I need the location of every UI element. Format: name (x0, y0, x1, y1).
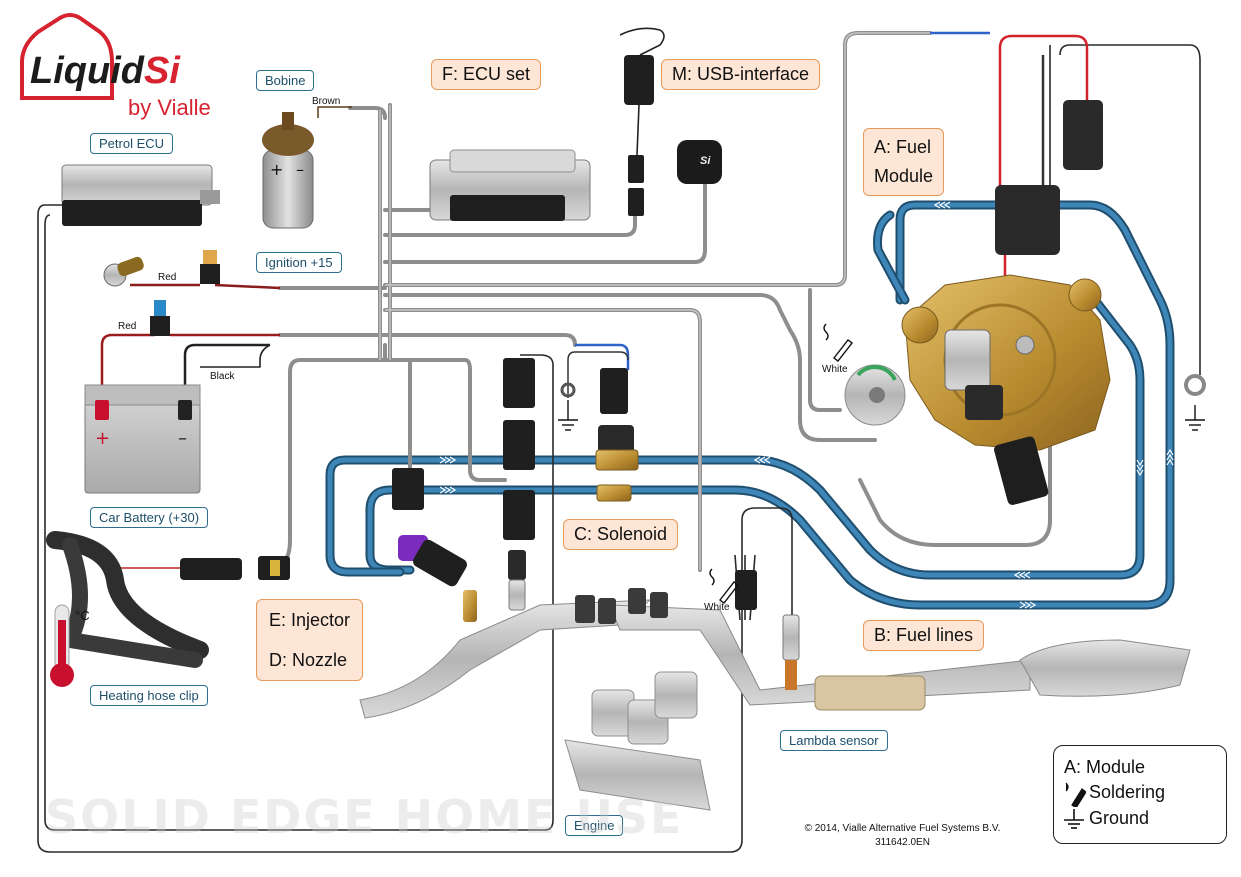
legend: A: Module Soldering Ground (1053, 745, 1227, 844)
legend-ground: Ground (1089, 808, 1150, 828)
injector (398, 535, 477, 622)
harness-highlight (379, 32, 930, 570)
soldering-icon (823, 323, 853, 362)
wire-label-white-lambda: White (704, 602, 730, 613)
label-injector: E: Injector (269, 610, 351, 630)
wire-label-red-ignition: Red (158, 272, 177, 283)
solenoid-valve (595, 425, 639, 502)
fuel-lines (325, 200, 1175, 610)
label-fuel-lines: B: Fuel lines (863, 620, 985, 651)
thermometer-icon (50, 604, 74, 687)
car-battery: + – (84, 384, 201, 494)
switch-panel (677, 140, 722, 184)
petrol-ecu (61, 164, 220, 226)
label-fuel-module-line1: A: Fuel (874, 137, 932, 157)
svg-text:–: – (178, 428, 187, 449)
legend-module: A: Module (1064, 757, 1146, 777)
svg-text:+: + (95, 428, 110, 449)
hose-sensor-connector (180, 556, 290, 580)
usb-interface (619, 27, 665, 216)
wire-label-white-module: White (822, 364, 848, 375)
label-petrol-ecu: Petrol ECU (90, 133, 174, 154)
lambda-sensor (782, 614, 800, 690)
wire-label-black: Black (210, 371, 235, 382)
svg-text:–: – (296, 160, 304, 179)
gas-ecu (429, 149, 591, 221)
label-heating-hose-clip: Heating hose clip (90, 685, 208, 706)
engine (359, 588, 1191, 811)
ground-icon (1185, 405, 1205, 431)
switch-badge: Si (700, 155, 711, 167)
wire-label-red-battery: Red (118, 321, 137, 332)
label-solenoid: C: Solenoid (563, 519, 679, 550)
label-fuel-module-line2: Module (874, 166, 934, 186)
wire-label-brown: Brown (312, 96, 341, 107)
label-usb-interface: M: USB-interface (661, 59, 821, 90)
celsius-label: °C (75, 608, 90, 623)
fuses (150, 250, 220, 336)
logo-brand-main: Liquid (30, 50, 144, 92)
label-car-battery: Car Battery (+30) (90, 507, 209, 528)
copyright: © 2014, Vialle Alternative Fuel Systems … (790, 822, 1015, 850)
soldering-icon (1065, 782, 1086, 807)
label-nozzle: D: Nozzle (269, 650, 348, 670)
logo-brand-accent: Si (143, 50, 180, 92)
heating-hose (46, 531, 209, 668)
flow-arrows (439, 201, 1174, 609)
nozzle (508, 550, 526, 611)
label-injector-nozzle: E: Injector D: Nozzle (256, 599, 364, 681)
svg-text:+: + (270, 160, 283, 179)
label-bobine: Bobine (256, 70, 315, 91)
ignition-coil: + – (262, 112, 314, 229)
ground-icon (1064, 809, 1084, 829)
document-number: 311642.0EN (875, 837, 930, 848)
connectors (392, 358, 757, 610)
ignition-key (103, 256, 144, 287)
watermark: SOLID EDGE HOME USE (45, 790, 684, 844)
sensor-wires (37, 44, 1201, 853)
label-ecu-set: F: ECU set (431, 59, 542, 90)
ring-terminal (560, 374, 1206, 398)
pressure-sensor (844, 364, 906, 426)
logo-mark (20, 13, 114, 100)
legend-soldering: Soldering (1089, 782, 1166, 802)
label-lambda-sensor: Lambda sensor (780, 730, 888, 751)
logo-brand: LiquidSi (30, 50, 180, 93)
label-engine: Engine (565, 815, 624, 836)
logo-byline: by Vialle (128, 95, 211, 120)
fuel-module (901, 100, 1111, 505)
label-fuel-module: A: Fuel Module (863, 128, 945, 196)
ground-icon (558, 400, 578, 431)
soldering-icon (709, 568, 739, 604)
label-ignition: Ignition +15 (256, 252, 342, 273)
copyright-text: © 2014, Vialle Alternative Fuel Systems … (804, 823, 1001, 834)
